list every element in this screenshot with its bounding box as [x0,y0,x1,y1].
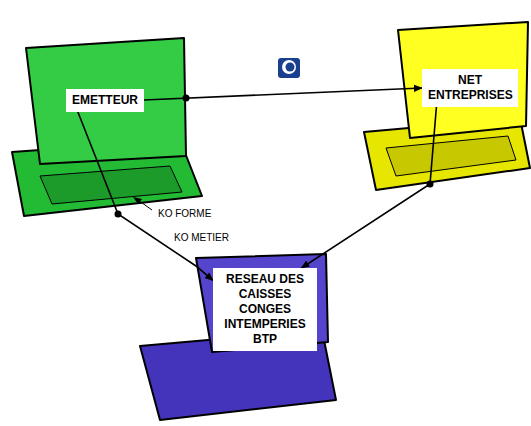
leader-arrow [133,197,152,210]
label-box: RESEAU DES CAISSES CONGES INTEMPERIES BT… [213,268,317,351]
node-text: RESEAU DES CAISSES CONGES INTEMPERIES BT… [219,272,311,347]
status-label: KO METIER [172,232,231,243]
laptop-screen [26,38,186,164]
connector-dot [427,181,434,188]
node-text: EMETTEUR [72,93,138,108]
label-box: NET ENTREPRISES [422,69,518,107]
connector-dot [183,95,190,102]
status-label: KO FORME [156,208,213,219]
connector [78,112,213,281]
connector-dot [115,211,122,218]
connector-line [78,112,213,281]
laptop-screen [398,22,528,138]
label-box: EMETTEUR [66,89,144,112]
connector [144,88,422,102]
node-text: NET ENTREPRISES [428,73,512,103]
logo-icon [278,58,300,78]
connector [301,107,436,268]
connector-line [301,107,436,268]
laptop-keyboard [386,136,516,176]
laptop-screen [196,254,328,352]
